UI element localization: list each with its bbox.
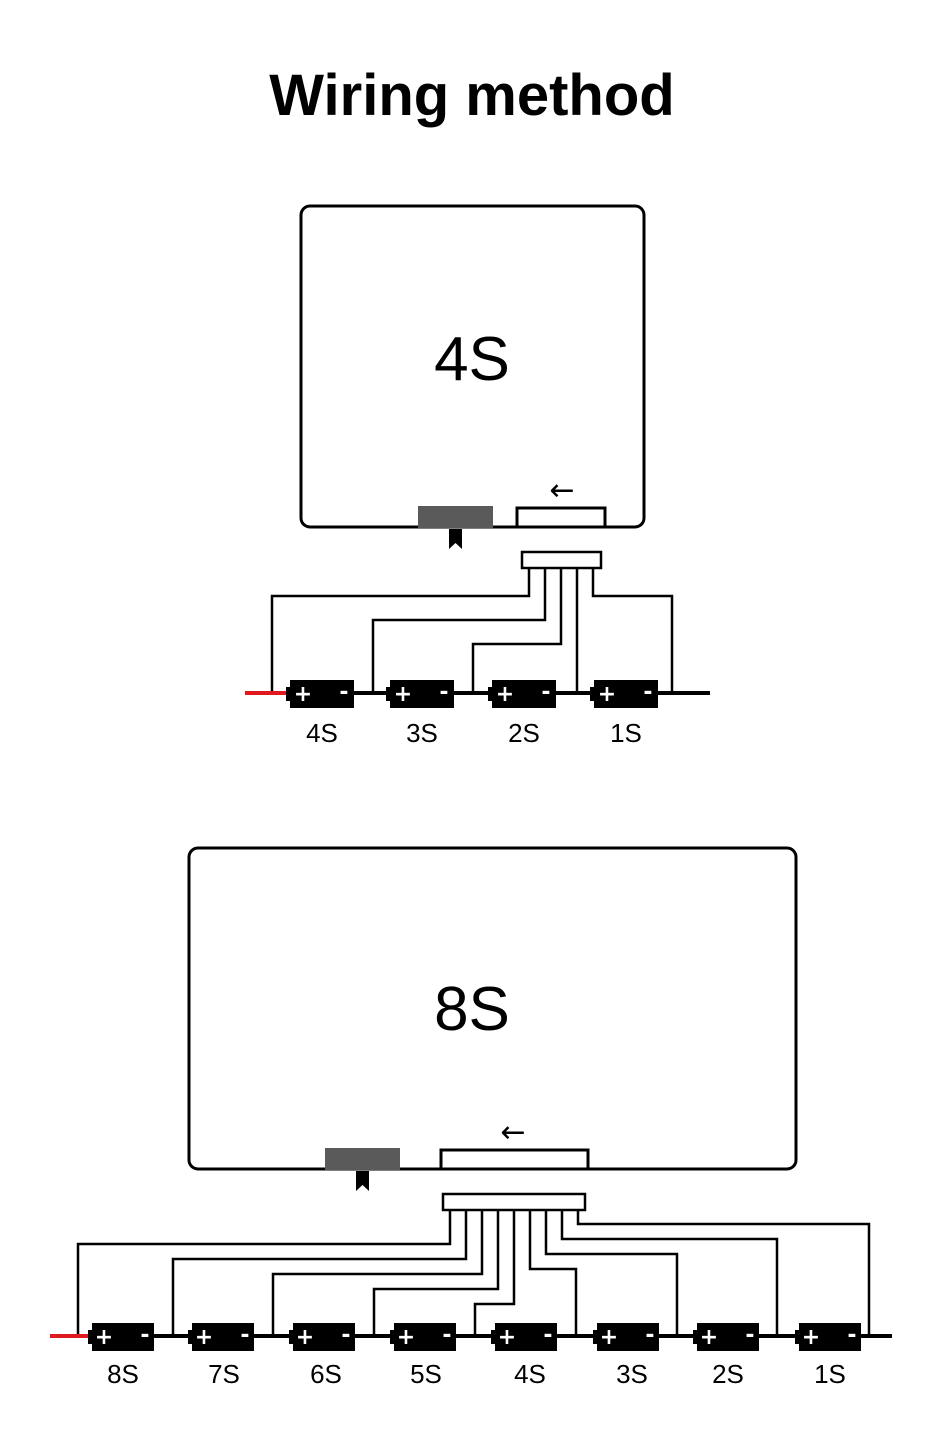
ground-tab-icon <box>449 529 462 549</box>
balance-connector-8s <box>441 1192 587 1212</box>
cell-minus-sign: - <box>140 1323 149 1348</box>
balance-connector-4s <box>520 550 603 570</box>
cell-minus-sign: - <box>339 680 348 705</box>
cell-label: 4S <box>514 1359 546 1389</box>
cell-minus-sign: - <box>745 1323 754 1348</box>
cell-label: 7S <box>208 1359 240 1389</box>
cell-label: 3S <box>616 1359 648 1389</box>
power-port-4s <box>418 506 493 528</box>
cell-label: 6S <box>310 1359 342 1389</box>
cell-label: 2S <box>508 718 540 748</box>
cell-8s: + - 8S <box>88 1323 154 1389</box>
board-4s-section: 4S ← + - 4S + - 3S + - <box>245 204 710 748</box>
cell-label: 1S <box>814 1359 846 1389</box>
power-port-8s <box>325 1148 400 1170</box>
cell-minus-sign: - <box>543 1323 552 1348</box>
page-title: Wiring method <box>269 63 675 128</box>
cell-plus-sign: + <box>600 1325 618 1350</box>
board-8s-section: 8S ← + - 8S + - 7S <box>50 846 892 1389</box>
cell-minus-sign: - <box>341 1323 350 1348</box>
cell-1s: + - 1S <box>590 680 658 748</box>
cell-plus-sign: + <box>296 1325 314 1350</box>
cell-plus-sign: + <box>498 1325 516 1350</box>
balance-socket-4s <box>515 506 607 529</box>
cell-4s: + - 4S <box>286 680 354 748</box>
cell-4s: + - 4S <box>491 1323 557 1389</box>
cell-plus-sign: + <box>397 1325 415 1350</box>
cell-label: 5S <box>410 1359 442 1389</box>
cell-plus-sign: + <box>598 682 616 707</box>
cell-plus-sign: + <box>802 1325 820 1350</box>
cell-plus-sign: + <box>700 1325 718 1350</box>
cell-1s: + - 1S <box>795 1323 861 1389</box>
cell-minus-sign: - <box>847 1323 856 1348</box>
balance-socket-8s <box>439 1148 590 1171</box>
cell-plus-sign: + <box>95 1325 113 1350</box>
cell-5s: + - 5S <box>390 1323 456 1389</box>
cell-label: 2S <box>712 1359 744 1389</box>
board-label-8s: 8S <box>434 975 510 1044</box>
cell-minus-sign: - <box>541 680 550 705</box>
cell-2s: + - 2S <box>488 680 556 748</box>
cell-3s: + - 3S <box>386 680 454 748</box>
arrow-left-icon: ← <box>500 1115 525 1150</box>
cell-minus-sign: - <box>240 1323 249 1348</box>
cell-minus-sign: - <box>643 680 652 705</box>
arrow-left-icon: ← <box>549 473 574 508</box>
balance-wires-8s <box>76 1210 871 1336</box>
cell-plus-sign: + <box>294 682 312 707</box>
cell-plus-sign: + <box>195 1325 213 1350</box>
cell-label: 1S <box>610 718 642 748</box>
cell-label: 8S <box>107 1359 139 1389</box>
cell-3s: + - 3S <box>593 1323 659 1389</box>
cell-label: 4S <box>306 718 338 748</box>
balance-wires-4s <box>270 568 674 693</box>
ground-tab-icon <box>356 1171 369 1191</box>
cell-7s: + - 7S <box>188 1323 254 1389</box>
cell-2s: + - 2S <box>693 1323 759 1389</box>
cell-label: 3S <box>406 718 438 748</box>
board-label-4s: 4S <box>434 325 510 394</box>
cell-plus-sign: + <box>496 682 514 707</box>
cell-minus-sign: - <box>442 1323 451 1348</box>
cell-minus-sign: - <box>439 680 448 705</box>
cell-plus-sign: + <box>394 682 412 707</box>
cell-minus-sign: - <box>645 1323 654 1348</box>
cell-6s: + - 6S <box>289 1323 355 1389</box>
